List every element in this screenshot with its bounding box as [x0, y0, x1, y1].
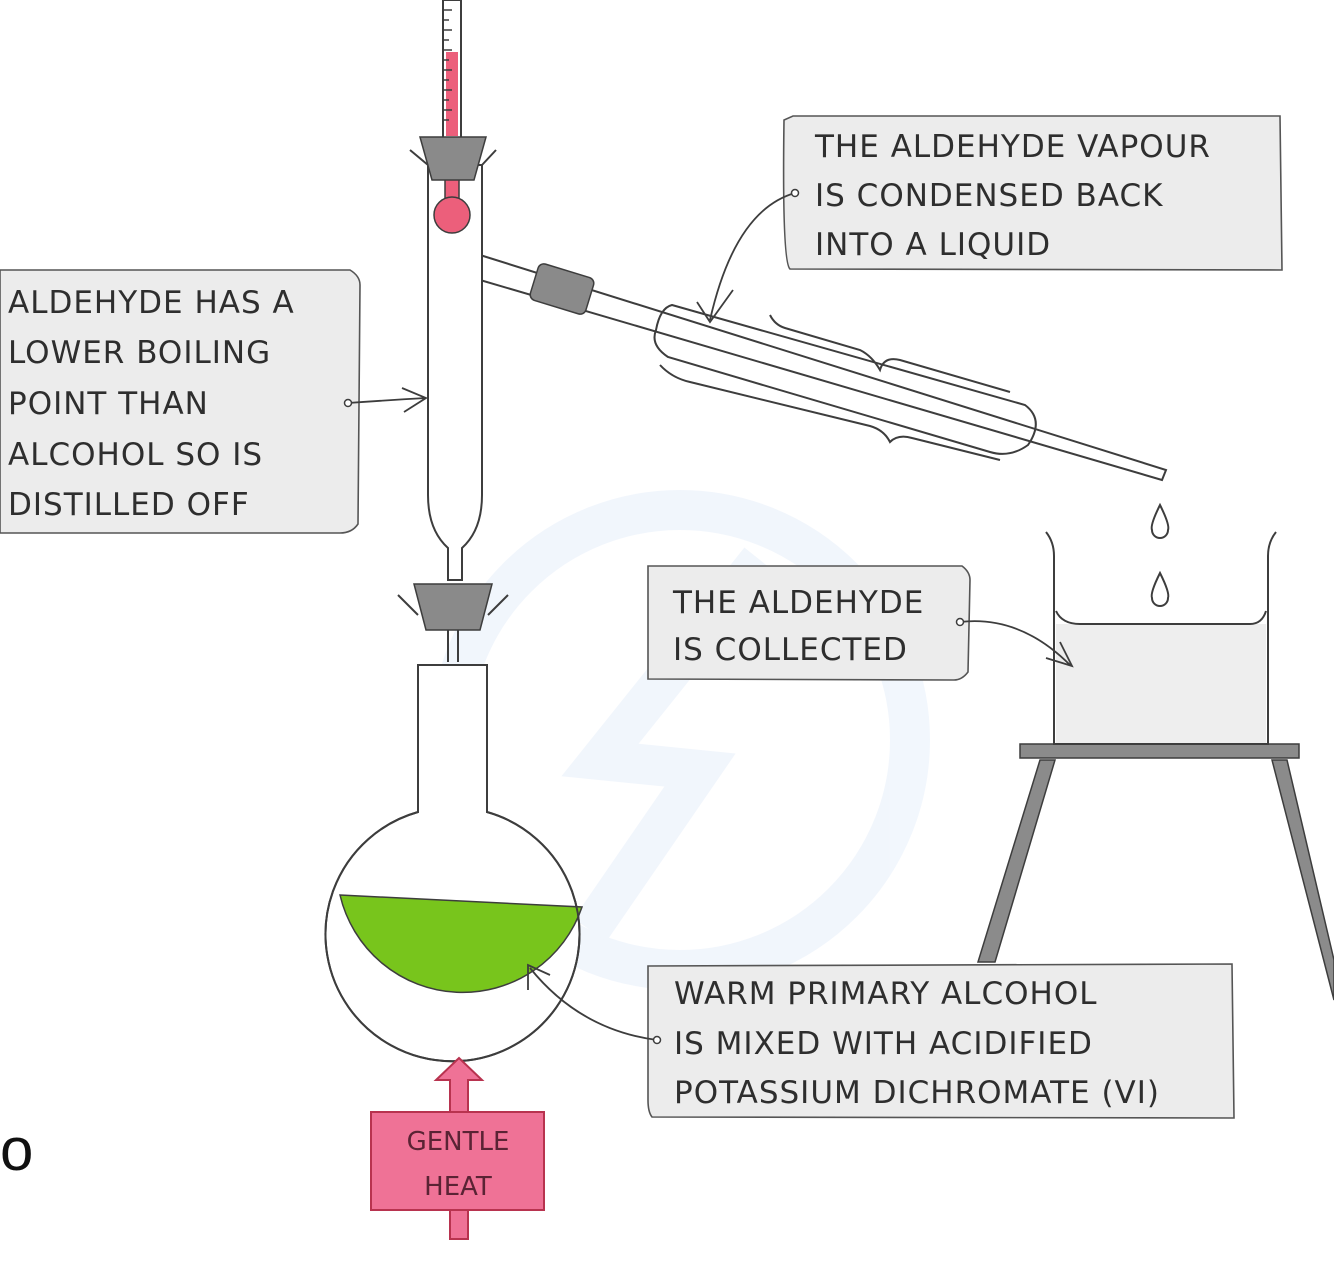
collected-pointer-arrow [959, 620, 1074, 668]
flask-liquid [339, 894, 584, 994]
condenser-jacket [653, 303, 1037, 455]
boiling-label-line-5: DISTILLED OFF [8, 487, 250, 523]
heat-label-line-2: HEAT [424, 1172, 492, 1202]
mixture-label-line-3: POTASSIUM DICHROMATE (VI) [674, 1075, 1160, 1111]
thermometer-bulb [433, 196, 471, 234]
gentle-heat-label: GENTLE HEAT [370, 1056, 545, 1240]
label-boiling-point: ALDEHYDE HAS A LOWER BOILING POINT THAN … [0, 269, 361, 534]
label-aldehyde-collected: THE ALDEHYDE IS COLLECTED [647, 565, 971, 681]
collecting-beaker [1045, 531, 1277, 745]
vapour-label-line-1: THE ALDEHYDE VAPOUR [814, 129, 1211, 165]
still-head [427, 164, 483, 581]
mixture-label-line-2: IS MIXED WITH ACIDIFIED [674, 1026, 1093, 1062]
flask-bung [413, 583, 493, 631]
vapour-label-line-2: IS CONDENSED BACK [815, 178, 1163, 214]
boiling-label-line-3: POINT THAN [8, 386, 209, 422]
collected-label-line-1: THE ALDEHYDE [672, 585, 924, 621]
boiling-label-line-1: ALDEHYDE HAS A [8, 285, 295, 321]
vapour-pointer-arrow [696, 192, 796, 324]
top-bung [419, 136, 487, 181]
label-reaction-mixture: WARM PRIMARY ALCOHOL IS MIXED WITH ACIDI… [647, 963, 1235, 1119]
vapour-label-line-3: INTO A LIQUID [815, 227, 1051, 263]
tripod-stand [976, 743, 1334, 1001]
boiling-label-line-2: LOWER BOILING [8, 335, 271, 371]
droplet [1150, 570, 1170, 607]
label-vapour-condensed: THE ALDEHYDE VAPOUR IS CONDENSED BACK IN… [782, 115, 1283, 271]
side-arm-clip [529, 263, 595, 315]
thermometer [442, 0, 462, 141]
droplet [1150, 502, 1170, 539]
boiling-label-line-4: ALCOHOL SO IS [8, 437, 263, 473]
mixture-label-line-1: WARM PRIMARY ALCOHOL [674, 976, 1097, 1012]
cropped-text-fragment: o [0, 1116, 33, 1183]
thermometer-liquid [446, 52, 458, 136]
mixture-pointer-arrow [527, 963, 658, 1041]
heat-label-line-1: GENTLE [407, 1127, 510, 1157]
collected-label-line-2: IS COLLECTED [673, 632, 908, 668]
boiling-pointer-arrow [347, 387, 428, 413]
round-bottom-flask [324, 664, 584, 1063]
